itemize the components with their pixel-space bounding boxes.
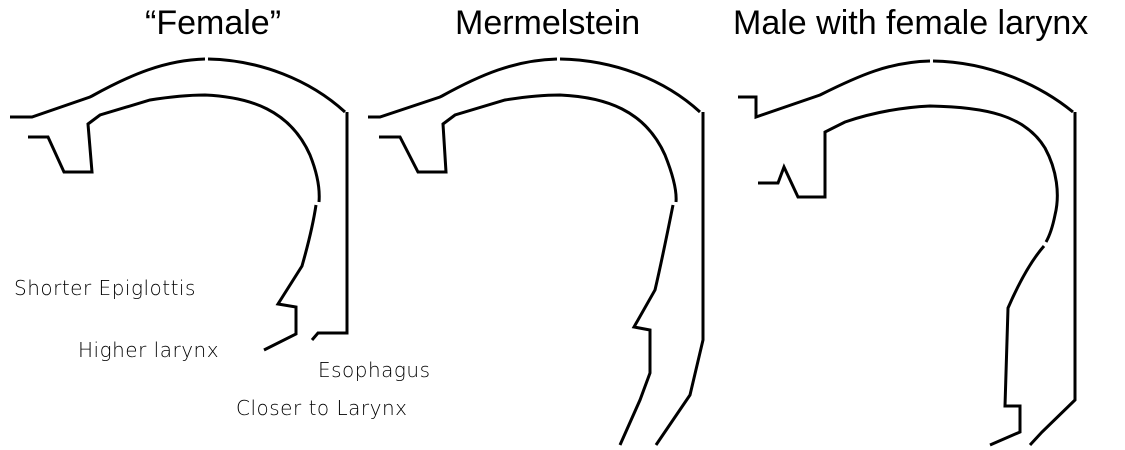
female-pharynx-back-wall	[312, 112, 347, 340]
female-tongue-inner	[28, 95, 319, 350]
male-female-larynx-tract	[738, 61, 1075, 445]
mermelstein-palate-outer	[368, 59, 700, 117]
label-higher-larynx: Higher larynx	[78, 338, 219, 362]
female-tract	[10, 59, 347, 350]
label-esophagus: Esophagus	[318, 358, 431, 382]
female-palate-outer	[10, 59, 345, 117]
label-shorter-epiglottis: Shorter Epiglottis	[14, 276, 196, 300]
mermelstein-tongue-inner	[379, 95, 676, 445]
male-tongue-inner	[758, 106, 1057, 445]
label-closer-to-larynx: Closer to Larynx	[236, 396, 407, 420]
mermelstein-tract	[368, 59, 703, 445]
mermelstein-pharynx-back-wall	[656, 112, 703, 445]
